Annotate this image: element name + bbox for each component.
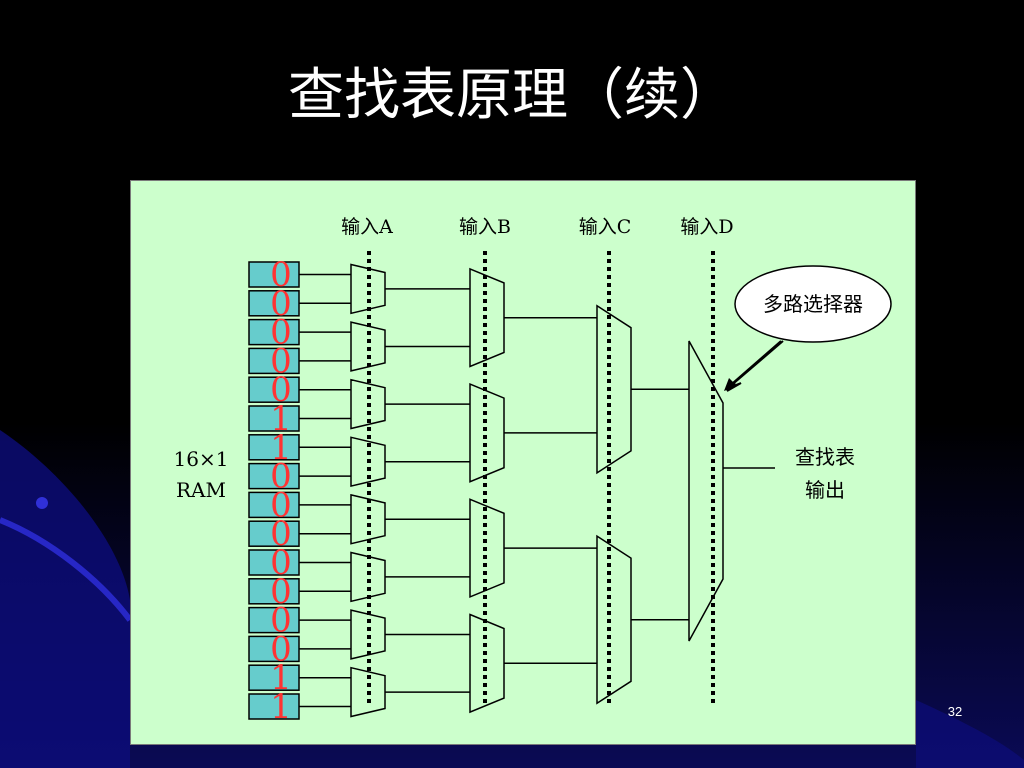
mux-stage-a xyxy=(350,609,386,660)
ram-bit: 0 xyxy=(270,629,292,669)
mux-stage-a xyxy=(350,378,386,430)
ram-cell xyxy=(248,347,300,375)
ram-type-label: RAM xyxy=(176,478,226,502)
mux-callout xyxy=(724,265,892,392)
ram-bit: 0 xyxy=(270,543,292,583)
input-a-label: 输入A xyxy=(341,216,393,238)
mux-stage-a xyxy=(350,493,386,545)
multiplexer-tree xyxy=(350,263,724,718)
output-label-line2: 输出 xyxy=(805,478,845,502)
ram-cell xyxy=(248,549,300,576)
ram-bit: 0 xyxy=(270,572,292,612)
mux-stage-a xyxy=(350,321,386,372)
mux-stage-c xyxy=(596,304,632,475)
mux-callout-label: 多路选择器 xyxy=(763,292,863,316)
ram-bit: 0 xyxy=(270,514,292,554)
ram-cell xyxy=(248,261,300,288)
mux-stage-a xyxy=(350,551,386,603)
ram-bit: 0 xyxy=(270,457,292,497)
mux-stage-a xyxy=(350,436,386,488)
ram-bit: 0 xyxy=(270,341,292,381)
ram-cell xyxy=(248,578,300,605)
ram-cell xyxy=(248,520,300,547)
input-b-label: 输入B xyxy=(459,216,511,238)
ram-cell xyxy=(248,434,300,461)
ram-bit: 1 xyxy=(270,428,292,468)
mux-stage-a xyxy=(350,666,386,718)
ram-bit: 0 xyxy=(270,370,292,410)
ram-cell xyxy=(248,376,300,403)
ram-size-label: 16×1 xyxy=(174,447,229,471)
mux-stage-b xyxy=(469,382,505,483)
ram-bit: 0 xyxy=(270,255,292,295)
mux-stage-b xyxy=(469,613,505,714)
ram-cell xyxy=(248,635,300,663)
ram-cell xyxy=(248,405,300,432)
mux-stage-b xyxy=(469,267,505,368)
ram-bit: 1 xyxy=(270,658,292,698)
input-d-label: 输入D xyxy=(680,216,733,238)
static-wiring xyxy=(367,251,775,706)
input-c-label: 输入C xyxy=(579,216,632,238)
mux-stage-b xyxy=(469,498,505,599)
ram-bit: 1 xyxy=(270,687,292,727)
ram-cell xyxy=(248,693,300,720)
ram-cell xyxy=(248,462,300,490)
slide-title: 查找表原理（续） xyxy=(288,63,736,128)
ram-bit: 0 xyxy=(270,284,292,324)
ram-bit: 0 xyxy=(270,313,292,353)
mux-stage-c xyxy=(596,534,632,705)
mux-stage-d xyxy=(688,340,724,642)
ram-cell xyxy=(248,491,300,519)
page-number: 32 xyxy=(947,704,963,719)
ram-bit: 1 xyxy=(270,399,292,439)
ram-bit: 0 xyxy=(270,601,292,641)
ram-cell xyxy=(248,664,300,691)
ram-cell xyxy=(248,606,300,634)
ram-bit: 0 xyxy=(270,485,292,525)
mux-stage-a xyxy=(350,263,386,315)
output-label-line1: 查找表 xyxy=(795,445,855,469)
